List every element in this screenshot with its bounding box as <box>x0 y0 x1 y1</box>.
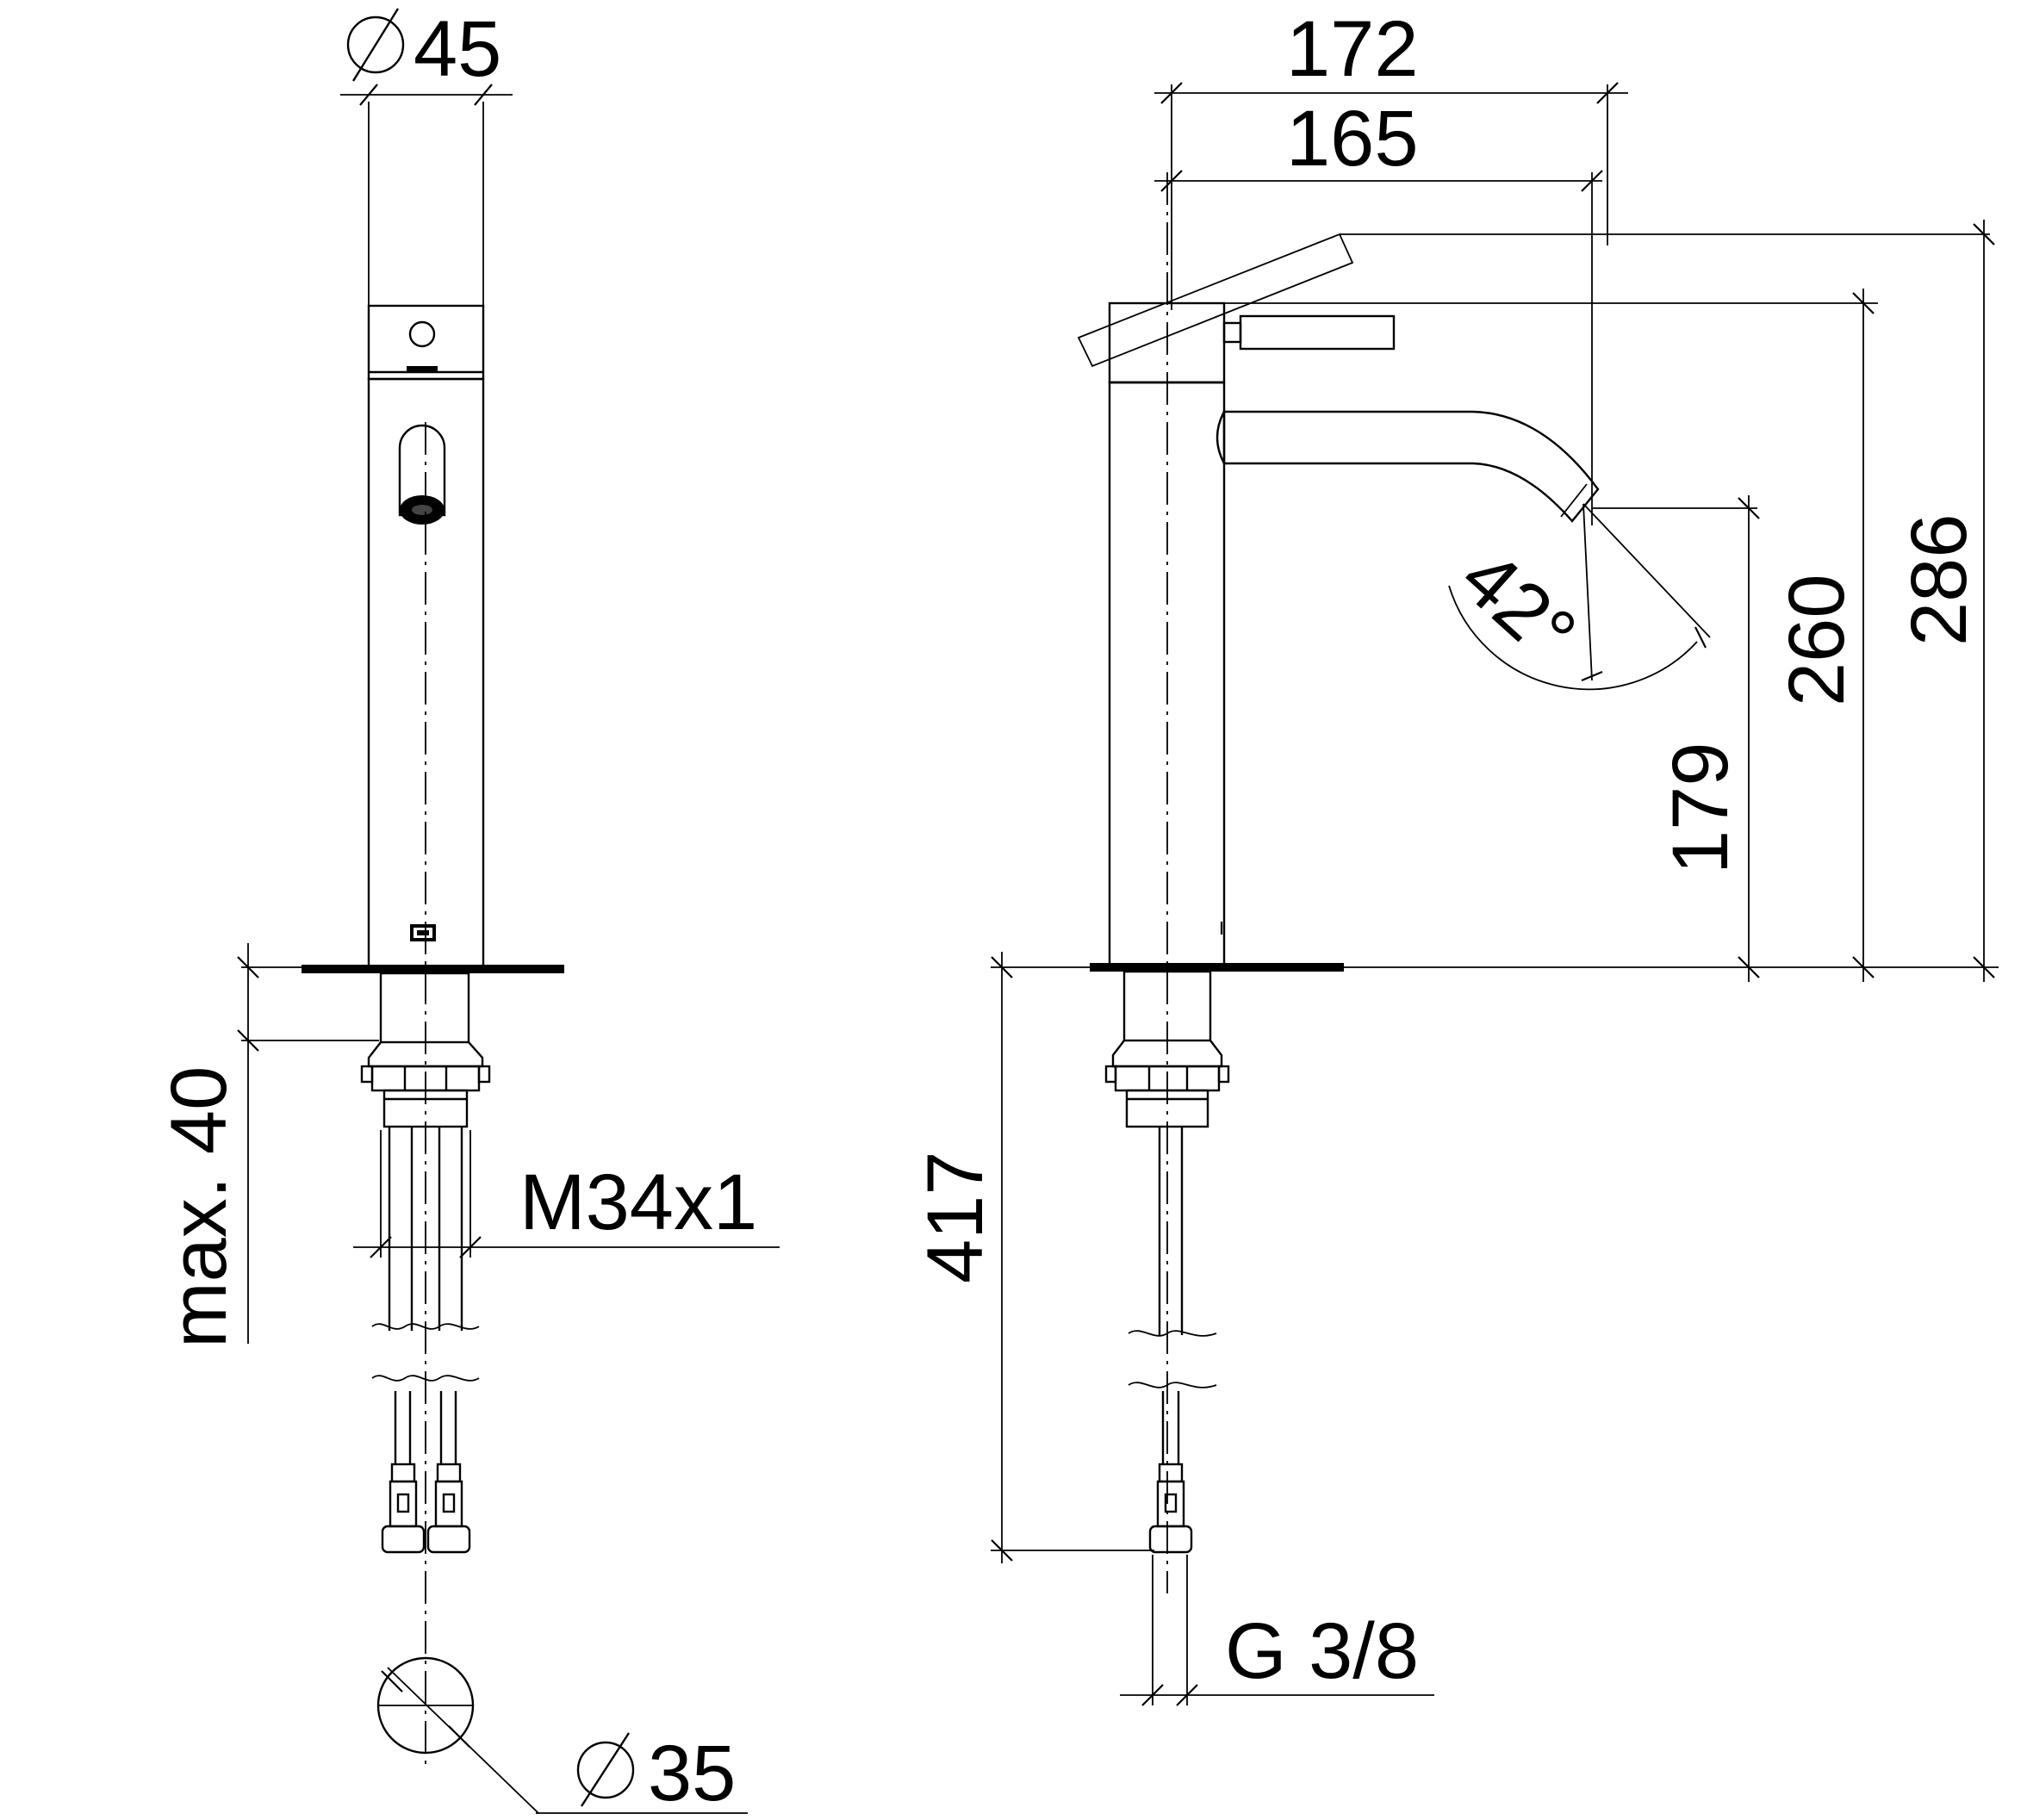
dim-height-260-label: 260 <box>1773 575 1861 707</box>
dim-hose-417-label: 417 <box>911 1152 999 1284</box>
countertop-plate-front <box>302 965 564 973</box>
dim-connection-label: G 3/8 <box>1225 1607 1419 1695</box>
dim-max-40-label: max. 40 <box>155 1066 243 1348</box>
dim-width-165: 165 <box>1154 95 1603 525</box>
front-view: 45 <box>155 5 780 1817</box>
dim-width-172: 172 <box>1154 5 1628 310</box>
lever-raised <box>1077 233 1354 368</box>
section-circle-35: 35 <box>376 1656 748 1817</box>
shank-front <box>360 972 491 1128</box>
lever-handle <box>1239 314 1396 351</box>
diameter-symbol <box>346 16 405 74</box>
dim-connection-g38: G 3/8 <box>1120 1555 1434 1706</box>
dim-width-172-label: 172 <box>1286 5 1419 93</box>
tap-head-front <box>367 304 485 381</box>
shank-side <box>1104 970 1230 1128</box>
countertop-plate-side <box>1090 963 1344 972</box>
dim-diameter-45: 45 <box>340 5 513 310</box>
dim-height-286-label: 286 <box>1895 514 1983 647</box>
hose-side <box>1128 1127 1217 1554</box>
dim-angle-42: 42° <box>1445 503 1711 691</box>
hoses-front <box>371 1127 480 1554</box>
dim-thread-m34: M34x1 <box>353 1130 780 1258</box>
dim-heights: 179 260 286 <box>1222 220 1999 982</box>
dim-height-179-label: 179 <box>1657 742 1744 875</box>
dim-thread-label: M34x1 <box>519 1158 757 1246</box>
dim-max-40: max. 40 <box>155 943 379 1348</box>
dim-diameter-35-label: 35 <box>648 1730 736 1817</box>
side-view: 172 165 179 260 286 <box>911 5 1999 1706</box>
diameter-symbol-35 <box>576 1741 635 1799</box>
dim-diameter-45-label: 45 <box>413 5 501 93</box>
dim-angle-label: 42° <box>1445 533 1593 679</box>
dim-hose-417: 417 <box>911 952 1154 1563</box>
dim-width-165-label: 165 <box>1286 95 1419 183</box>
